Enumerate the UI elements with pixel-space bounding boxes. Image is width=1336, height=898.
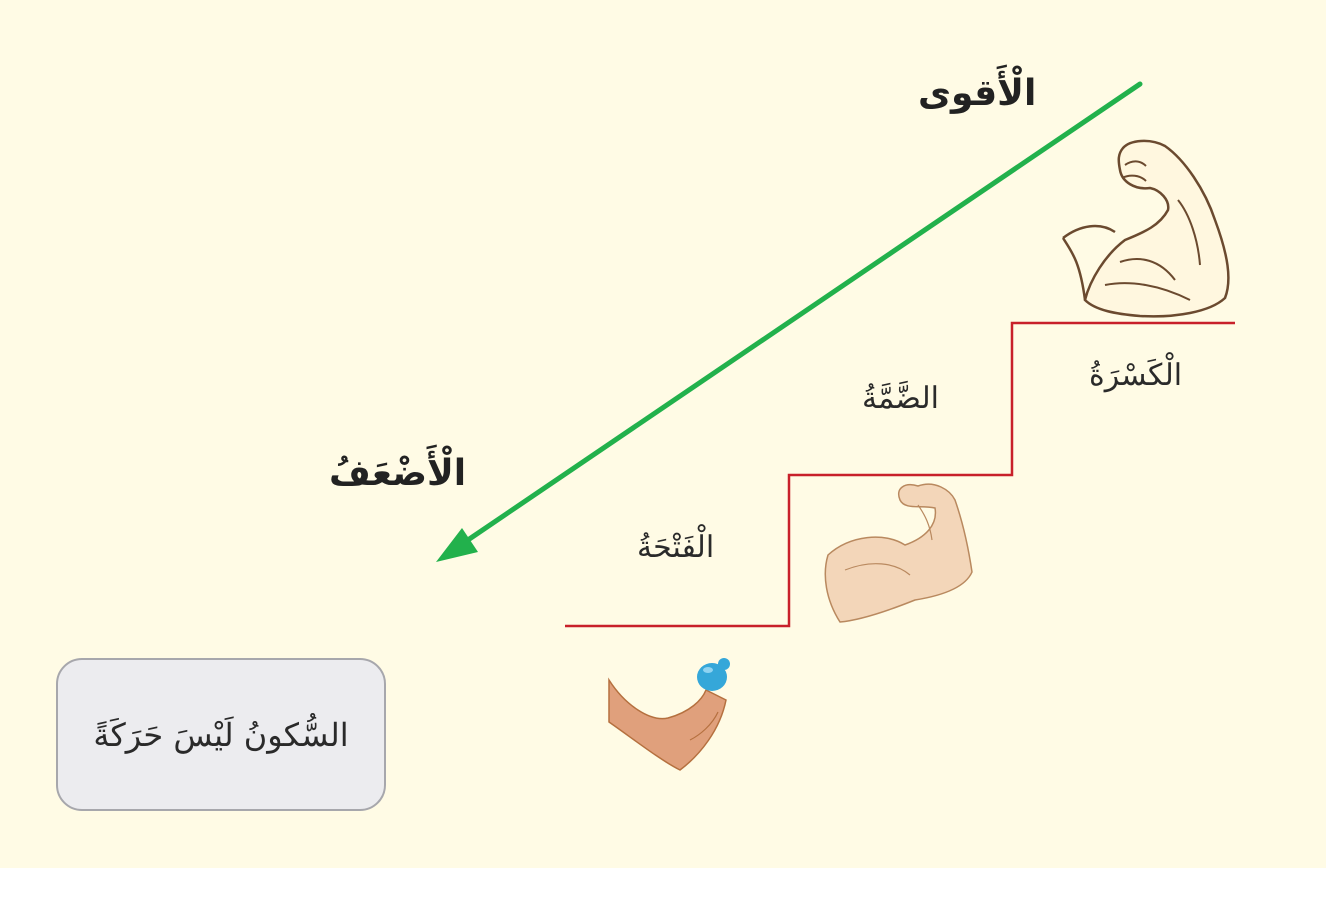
dumbbell-arm-icon [608, 658, 730, 771]
step-label-damma: الضَّمَّةُ [862, 381, 939, 416]
note-text: السُّكونُ لَيْسَ حَرَكَةً [93, 715, 349, 754]
flexed-arm-icon [824, 483, 973, 623]
diagram-panel: الْأَقوى الْأَضْعَفُ الْفَتْحَةُ الضَّمَ… [0, 0, 1326, 868]
muscular-arm-icon [1061, 139, 1230, 318]
staircase-line [565, 321, 1235, 628]
strength-diagram [436, 81, 1235, 771]
strongest-label: الْأَقوى [918, 73, 1037, 114]
strength-arrow [436, 81, 1143, 562]
step-label-kasra: الْكَسْرَةُ [1089, 358, 1183, 393]
step-label-fatha: الْفَتْحَةُ [637, 530, 715, 565]
note-box: السُّكونُ لَيْسَ حَرَكَةً [56, 658, 386, 811]
weakest-label: الْأَضْعَفُ [329, 453, 467, 494]
